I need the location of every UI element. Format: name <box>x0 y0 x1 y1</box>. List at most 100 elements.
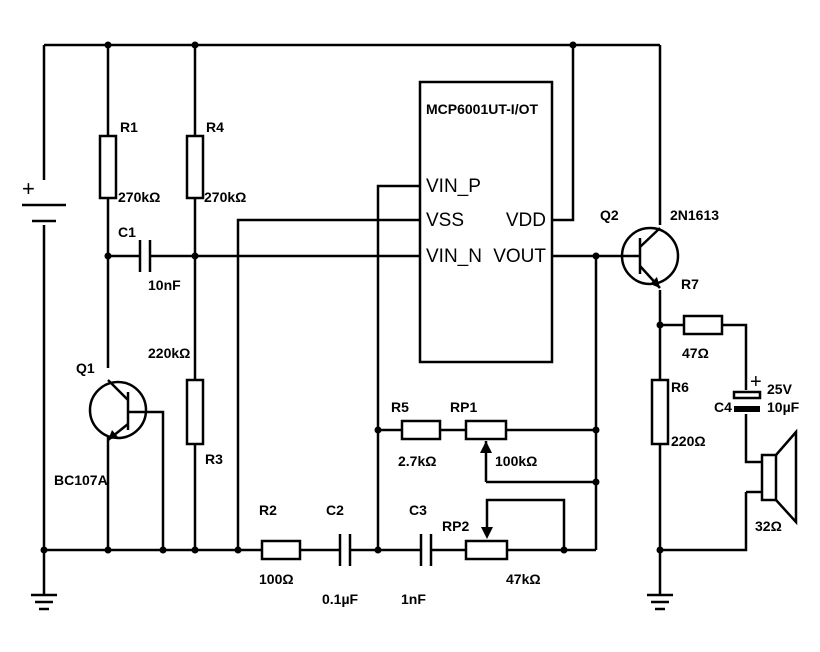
label-c4-voltage: 25V <box>767 381 793 397</box>
potentiometer-rp2 <box>464 527 509 561</box>
q1-collector-lead <box>107 379 129 401</box>
resistor-r4 <box>185 134 205 200</box>
label-r5-value: 2.7kΩ <box>398 453 436 469</box>
label-c1-value: 10nF <box>148 277 181 293</box>
wire-vdd <box>552 45 575 222</box>
q1-body <box>88 380 148 440</box>
rp1-wiper-arrow <box>480 441 492 453</box>
wire-rp2-wiper <box>485 498 566 550</box>
ic-mcp6001: MCP6001UT-I/OT VIN_P VSS VIN_N VDD VOUT <box>418 80 554 364</box>
resistor-r3 <box>185 378 205 446</box>
label-r1-value: 270kΩ <box>118 189 160 205</box>
label-r7-value: 47Ω <box>682 345 709 361</box>
ic-pin-vin-n: VIN_N <box>426 246 482 267</box>
c4-plus-sign: + <box>750 371 762 393</box>
resistor-r2 <box>260 539 302 561</box>
junction-dot <box>569 41 577 49</box>
ic-pin-vout: VOUT <box>493 246 546 267</box>
junction-dots <box>40 41 664 554</box>
q1-emitter-arrow <box>108 430 118 440</box>
junction-dot <box>374 546 382 554</box>
junction-dot <box>104 41 112 49</box>
wire-r7-right <box>722 323 748 390</box>
battery: + <box>22 176 66 223</box>
q2-emitter-arrow <box>650 277 660 288</box>
component-labels: R1 270kΩ R4 270kΩ C1 10nF 220kΩ R3 Q1 BC… <box>54 119 800 607</box>
label-c4-ref: C4 <box>714 399 732 415</box>
junction-dot <box>234 546 242 554</box>
junction-dot <box>592 252 600 260</box>
label-r2-value: 100Ω <box>259 571 294 587</box>
label-rp2-value: 47kΩ <box>506 571 541 587</box>
label-rp2-ref: RP2 <box>442 518 469 534</box>
junction-dot <box>40 546 48 554</box>
resistor-r7 <box>682 314 724 336</box>
label-c3-ref: C3 <box>409 502 427 518</box>
q2-collector-lead <box>639 227 661 248</box>
wire-c4-speaker <box>744 414 762 464</box>
potentiometer-rp1 <box>464 419 508 453</box>
label-r4-value: 270kΩ <box>204 189 246 205</box>
wires <box>42 43 762 595</box>
resistor-r6 <box>650 378 670 446</box>
junction-dot <box>592 426 600 434</box>
capacitor-c1 <box>138 240 152 272</box>
transistor-q2 <box>620 226 680 289</box>
capacitor-c3 <box>419 534 433 566</box>
c4-plate-bottom <box>734 406 760 412</box>
capacitor-c4: + <box>732 371 762 412</box>
label-c1-ref: C1 <box>118 224 136 240</box>
speaker-magnet <box>760 453 778 502</box>
junction-dot <box>191 252 199 260</box>
label-c2-value: 0.1µF <box>322 591 359 607</box>
resistor-r5 <box>400 419 442 441</box>
ic-pin-vin-p: VIN_P <box>426 176 481 197</box>
capacitor-c2 <box>338 534 352 566</box>
transistor-q1 <box>88 379 148 441</box>
ground-right <box>647 593 673 611</box>
rp2-wiper-arrow <box>481 527 493 539</box>
c4-plate-top <box>732 390 762 400</box>
label-rp1-ref: RP1 <box>450 399 477 415</box>
label-r6-ref: R6 <box>671 379 689 395</box>
label-speaker-value: 32Ω <box>755 518 782 534</box>
resistor-rp1 <box>464 419 508 441</box>
ic-pin-vdd: VDD <box>506 210 546 231</box>
junction-dot <box>104 546 112 554</box>
label-c2-ref: C2 <box>326 502 344 518</box>
label-c3-value: 1nF <box>401 591 426 607</box>
label-r7-ref: R7 <box>681 276 699 292</box>
wire-vss <box>236 218 420 550</box>
wire-vin-p <box>376 184 420 550</box>
label-q1-value: BC107A <box>54 472 108 488</box>
wire-speaker-return <box>660 492 748 552</box>
label-r6-value: 220Ω <box>671 433 706 449</box>
label-r3-value: 220kΩ <box>148 345 190 361</box>
label-r2-ref: R2 <box>259 502 277 518</box>
speaker-cone <box>775 428 798 526</box>
junction-dot <box>592 478 600 486</box>
junction-dot <box>191 546 199 554</box>
junction-dot <box>104 252 112 260</box>
junction-dot <box>374 426 382 434</box>
label-q2-ref: Q2 <box>600 207 619 223</box>
resistor-r1 <box>98 134 118 200</box>
resistor-rp2 <box>464 539 509 561</box>
ground-left <box>31 593 57 611</box>
label-r3-ref: R3 <box>205 451 223 467</box>
junction-dot <box>560 546 568 554</box>
speaker <box>760 428 798 526</box>
ic-pin-vss: VSS <box>426 210 464 231</box>
junction-dot <box>656 321 664 329</box>
junction-dot <box>191 41 199 49</box>
wire-q1-base <box>146 410 165 550</box>
label-c4-value: 10µF <box>767 399 800 415</box>
junction-dot <box>159 546 167 554</box>
label-r1-ref: R1 <box>120 119 138 135</box>
label-r5-ref: R5 <box>391 399 409 415</box>
ic-part-number: MCP6001UT-I/OT <box>426 101 538 117</box>
ic-body <box>418 80 554 364</box>
label-q2-value: 2N1613 <box>670 207 719 223</box>
label-rp1-value: 100kΩ <box>495 453 537 469</box>
